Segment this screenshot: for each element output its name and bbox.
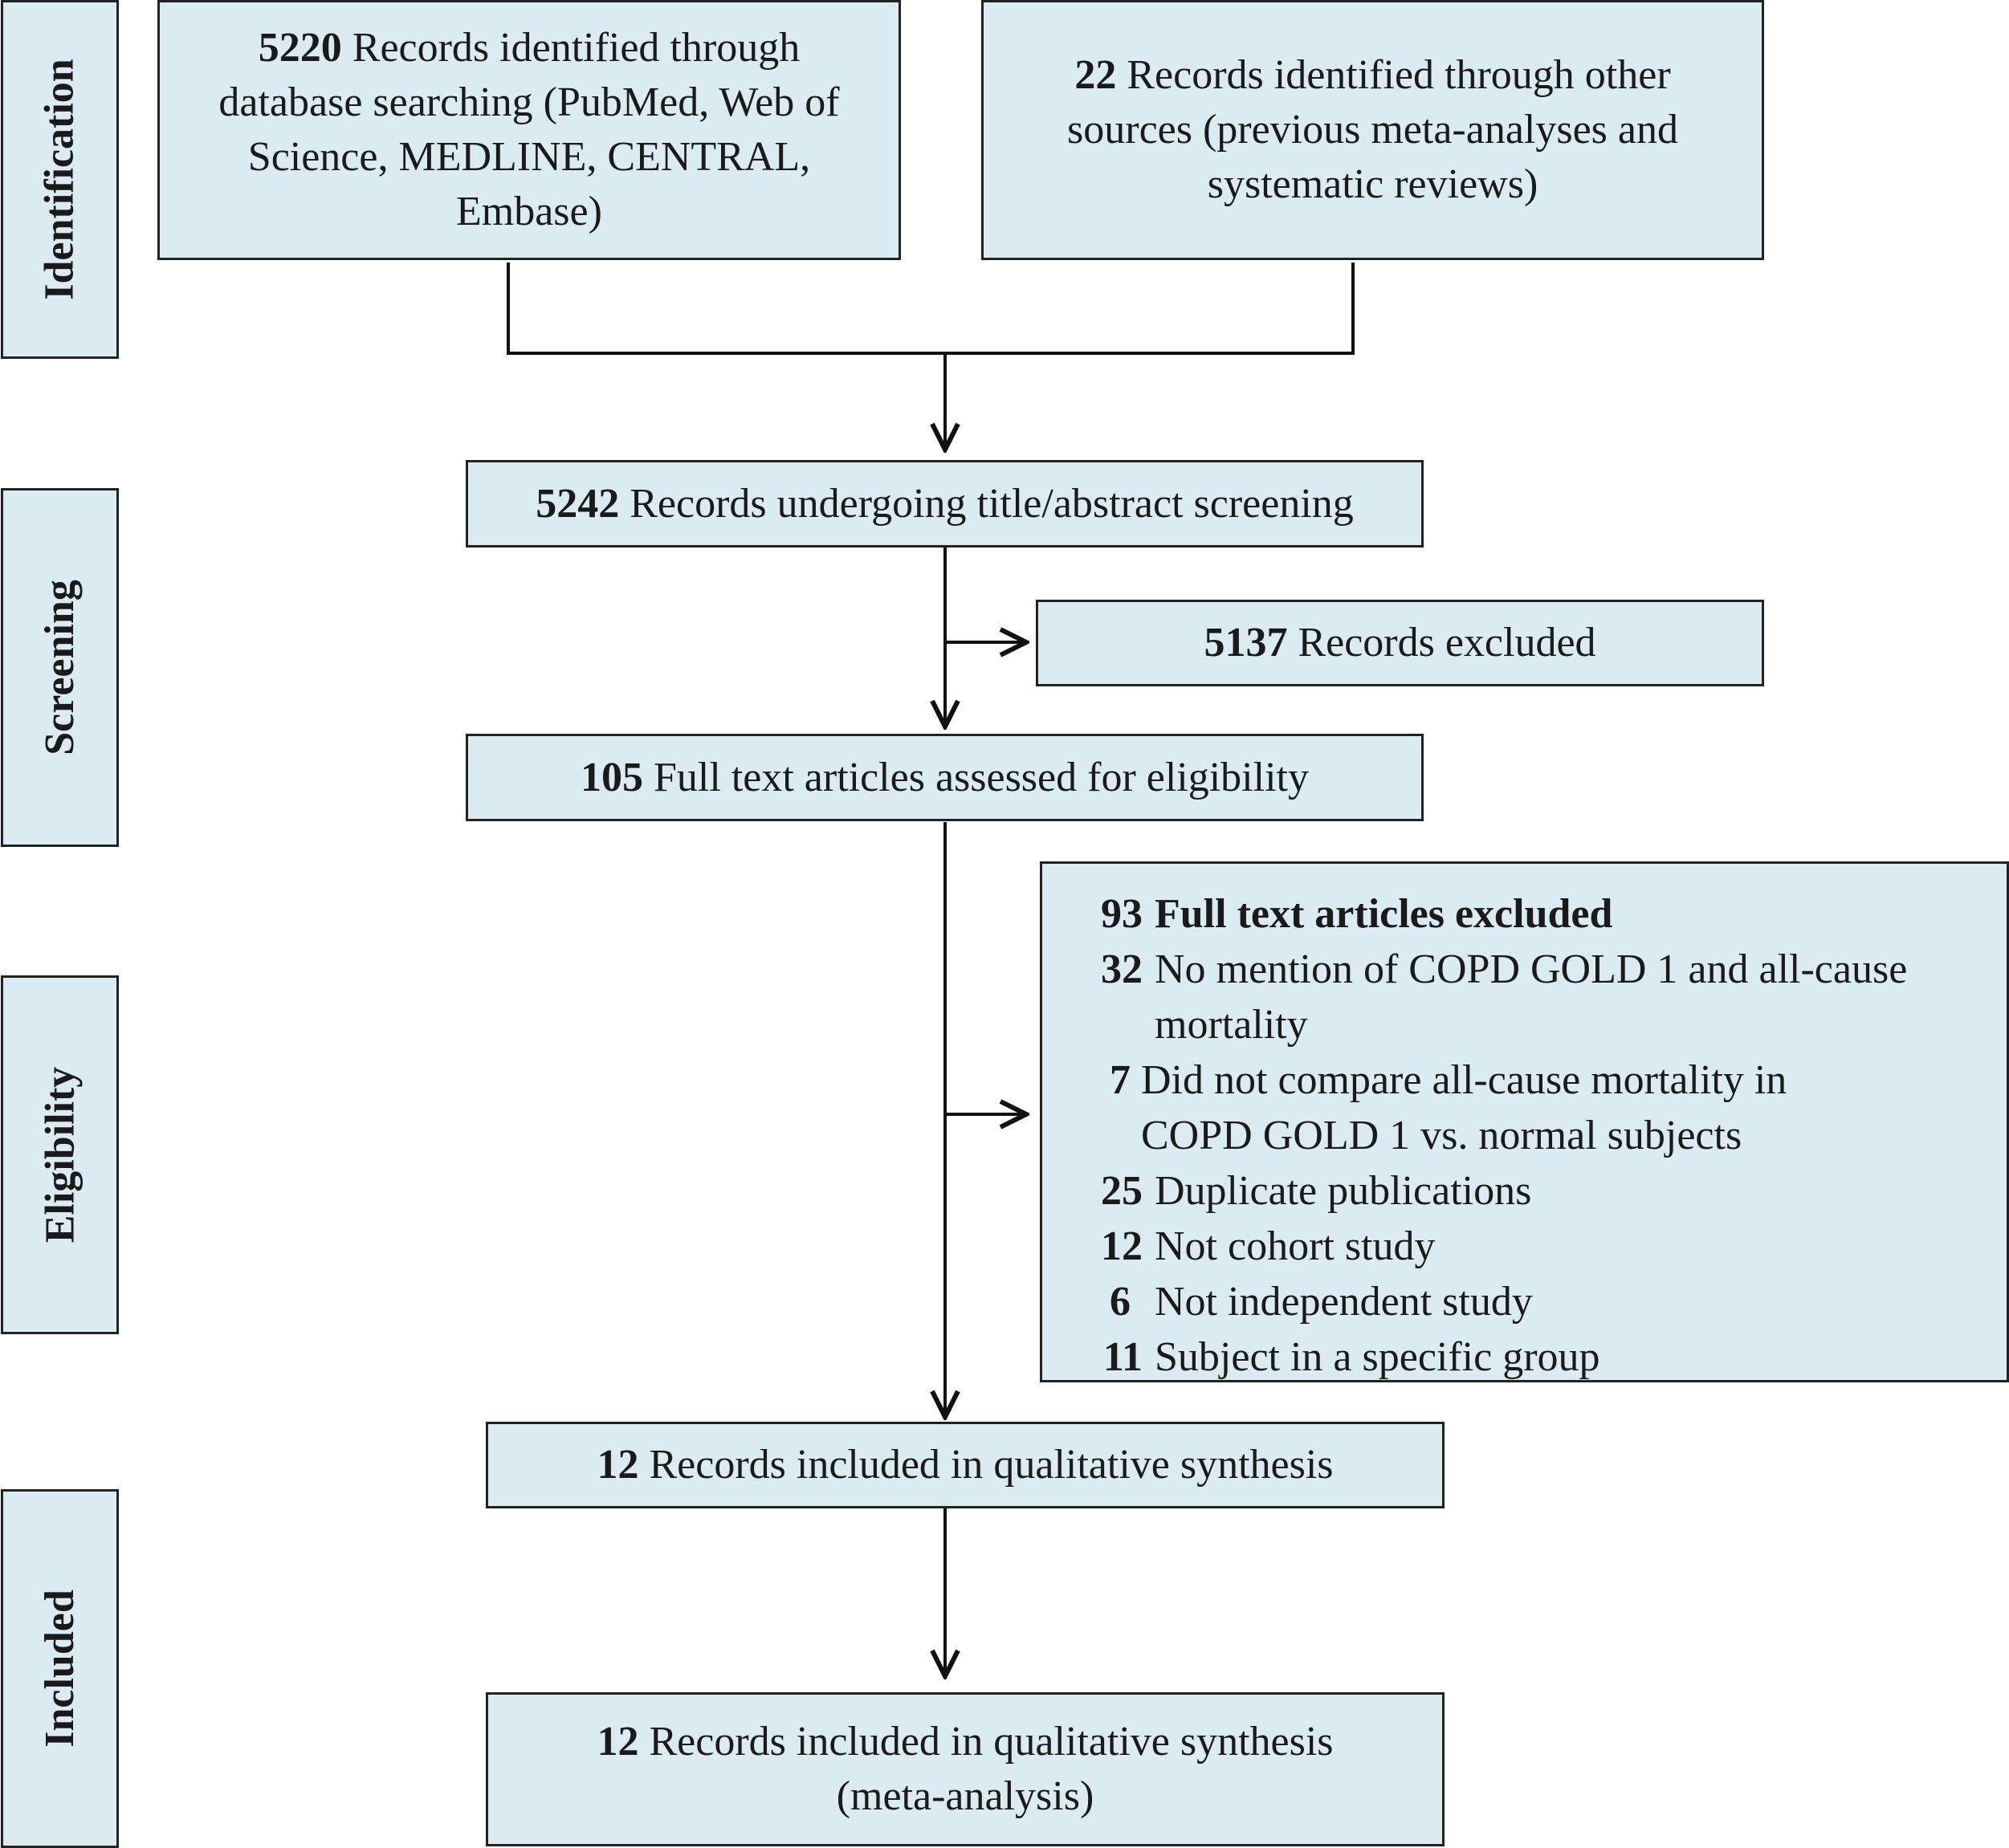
other-sources-count: 22 <box>1074 52 1117 98</box>
fulltext-excluded-title: Full text articles excluded <box>1155 891 1613 937</box>
stage-included-label: Included <box>37 1590 83 1748</box>
reason-row: 6 Not independent study <box>1042 1274 2007 1329</box>
reason-count: 7 <box>1110 1057 1131 1103</box>
screening-count: 5242 <box>536 480 620 527</box>
qualitative-synthesis-box: 12 Records included in qualitative synth… <box>486 1422 1445 1508</box>
reason-text-continuation: COPD GOLD 1 vs. normal subjects <box>1141 1113 1742 1158</box>
reason-text: Subject in a specific group <box>1155 1334 1600 1380</box>
other-sources-line1: Records identified through other <box>1116 52 1671 98</box>
meta-analysis-box: 12 Records included in qualitative synth… <box>486 1692 1445 1846</box>
stage-included: Included <box>1 1489 119 1848</box>
database-search-line2: database searching (PubMed, Web of <box>218 79 840 125</box>
reason-row: 32 No mention of COPD GOLD 1 and all-cau… <box>1042 942 2007 997</box>
screening-box: 5242 Records undergoing title/abstract s… <box>466 460 1424 547</box>
fulltext-excluded-count: 93 <box>1101 891 1143 937</box>
meta-line2: (meta-analysis) <box>836 1773 1094 1819</box>
fulltext-excluded-title-row: 93 Full text articles excluded <box>1042 886 2007 942</box>
reason-text: Duplicate publications <box>1155 1168 1532 1214</box>
reason-text-continuation: mortality <box>1155 1002 1308 1048</box>
merge-bracket <box>507 263 1355 355</box>
fulltext-excluded-box: 93 Full text articles excluded 32 No men… <box>1040 861 2009 1382</box>
database-search-line3: Science, MEDLINE, CENTRAL, <box>247 134 811 180</box>
reason-row: 7 Did not compare all-cause mortality in <box>1042 1052 2007 1108</box>
stage-identification: Identification <box>1 0 119 359</box>
meta-line1: Records included in qualitative synthesi… <box>638 1719 1334 1765</box>
qualitative-count: 12 <box>597 1442 639 1488</box>
reason-row-continuation: COPD GOLD 1 vs. normal subjects <box>1042 1108 2007 1163</box>
database-search-line4: Embase) <box>456 189 602 234</box>
reason-count: 11 <box>1102 1334 1143 1380</box>
stage-eligibility: Eligibility <box>1 975 119 1334</box>
meta-count: 12 <box>597 1719 639 1765</box>
fulltext-count: 105 <box>581 754 644 800</box>
other-sources-line2: sources (previous meta-analyses and <box>1067 107 1678 153</box>
fulltext-box: 105 Full text articles assessed for elig… <box>466 734 1424 821</box>
other-sources-line3: systematic reviews) <box>1207 161 1538 207</box>
reason-row: 11 Subject in a specific group <box>1042 1329 2007 1385</box>
reason-row: 25 Duplicate publications <box>1042 1163 2007 1219</box>
stage-identification-label: Identification <box>37 59 84 300</box>
other-sources-box: 22 Records identified through other sour… <box>981 0 1764 260</box>
reason-text: Did not compare all-cause mortality in <box>1141 1057 1787 1103</box>
excluded-records-text: Records excluded <box>1287 620 1596 666</box>
stage-eligibility-label: Eligibility <box>37 1066 84 1244</box>
reason-text: Not independent study <box>1155 1279 1533 1325</box>
database-search-box: 5220 Records identified through database… <box>157 0 901 260</box>
reason-count: 32 <box>1101 946 1143 992</box>
reason-row-continuation: mortality <box>1042 997 2007 1052</box>
qualitative-text: Records included in qualitative synthesi… <box>638 1442 1334 1488</box>
reason-count: 25 <box>1101 1168 1143 1214</box>
database-search-line1: Records identified through <box>341 25 801 71</box>
stage-screening: Screening <box>1 488 119 847</box>
fulltext-text: Full text articles assessed for eligibil… <box>643 754 1309 800</box>
reason-text: Not cohort study <box>1155 1223 1436 1269</box>
stage-screening-label: Screening <box>37 580 83 755</box>
reason-row: 12 Not cohort study <box>1042 1219 2007 1274</box>
database-search-count: 5220 <box>258 25 342 71</box>
reason-count: 12 <box>1101 1223 1143 1269</box>
screening-text: Records undergoing title/abstract screen… <box>619 480 1354 527</box>
excluded-records-count: 5137 <box>1204 620 1288 666</box>
excluded-records-box: 5137 Records excluded <box>1036 600 1764 686</box>
reason-text: No mention of COPD GOLD 1 and all-cause <box>1155 946 1908 992</box>
reason-count: 6 <box>1110 1279 1131 1325</box>
